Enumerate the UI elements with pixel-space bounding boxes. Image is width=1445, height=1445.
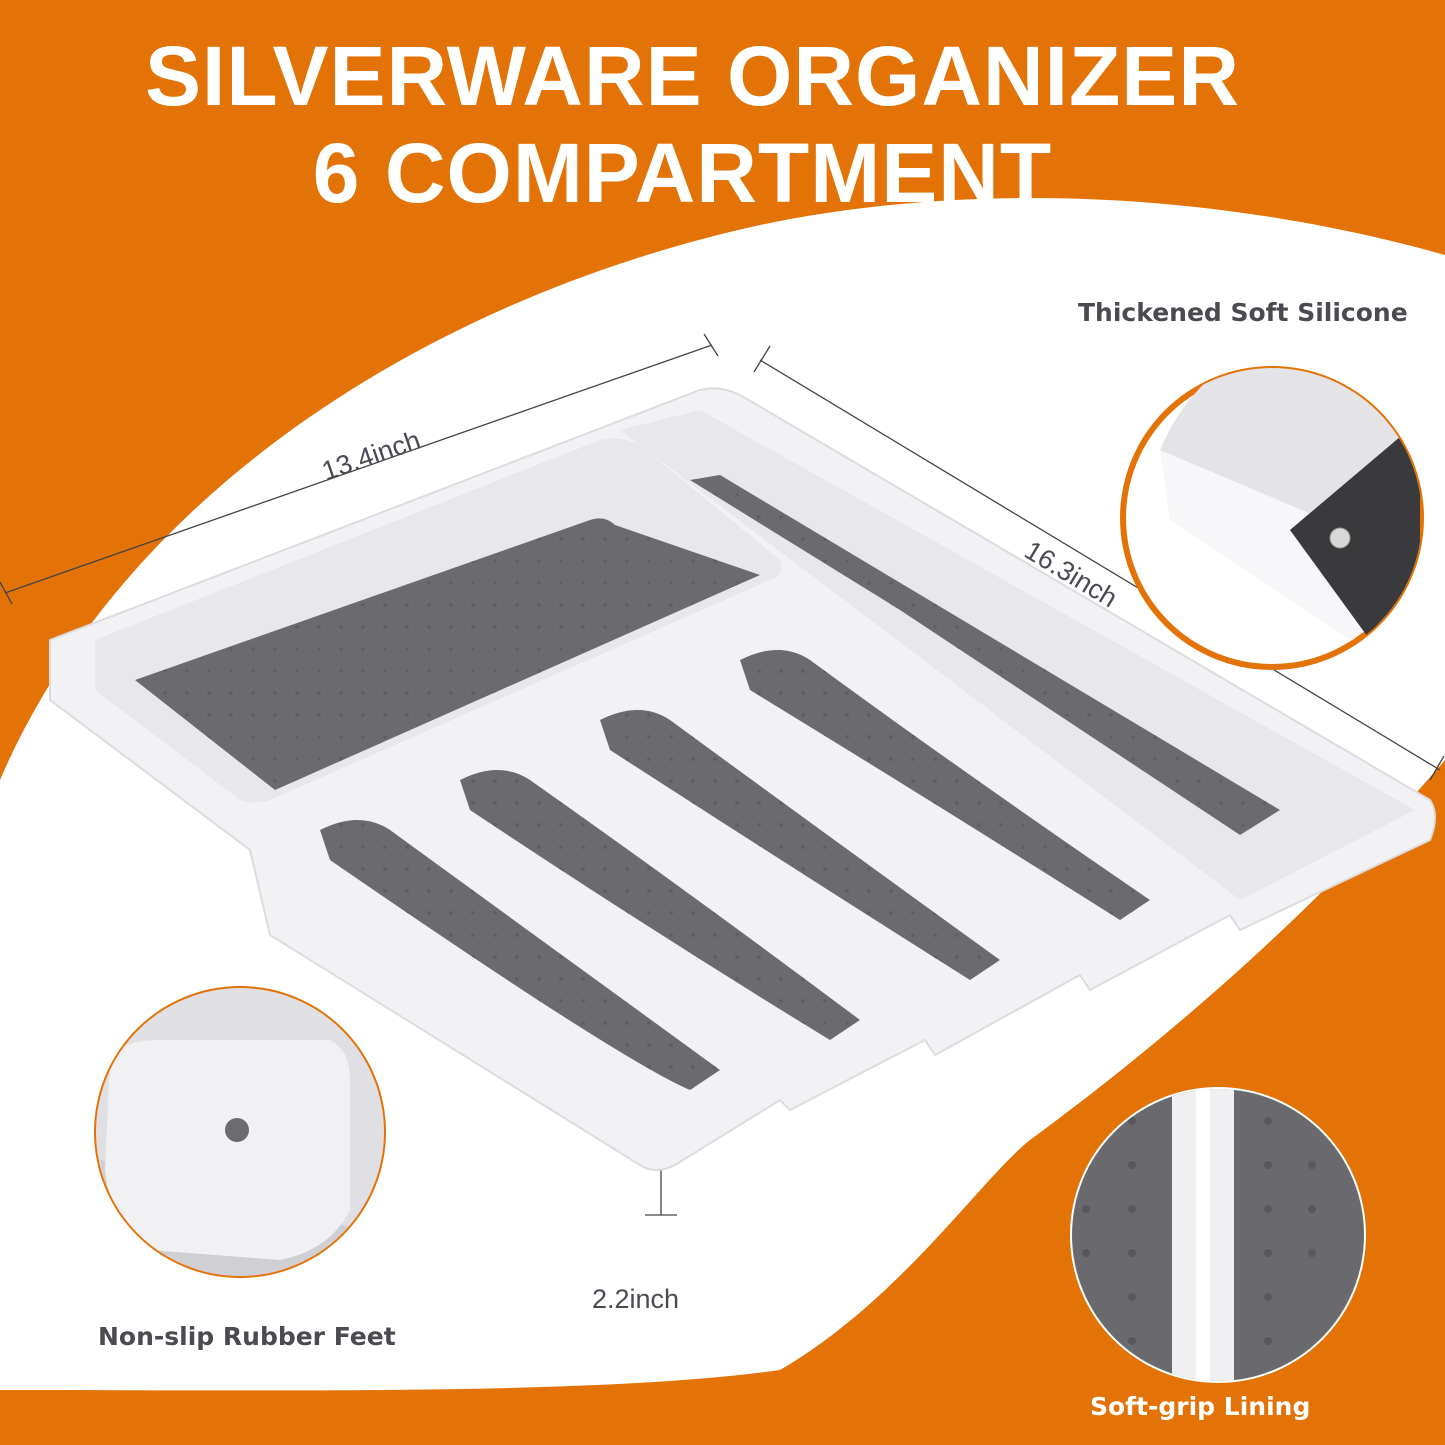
organizer-tray <box>49 387 1436 1171</box>
rubber-feet-detail-circle <box>94 986 386 1278</box>
rubber-feet-callout: Non-slip Rubber Feet <box>98 1322 396 1351</box>
silicone-detail-circle <box>1120 366 1424 670</box>
silicone-callout: Thickened Soft Silicone <box>1078 298 1408 327</box>
title-line-2: 6 COMPARTMENT <box>312 126 1053 220</box>
soft-grip-detail-circle <box>1070 1087 1366 1383</box>
height-dimension-label: 2.2inch <box>592 1284 680 1314</box>
title-line-1: SILVERWARE ORGANIZER <box>145 29 1240 123</box>
soft-grip-callout: Soft-grip Lining <box>1090 1392 1311 1421</box>
